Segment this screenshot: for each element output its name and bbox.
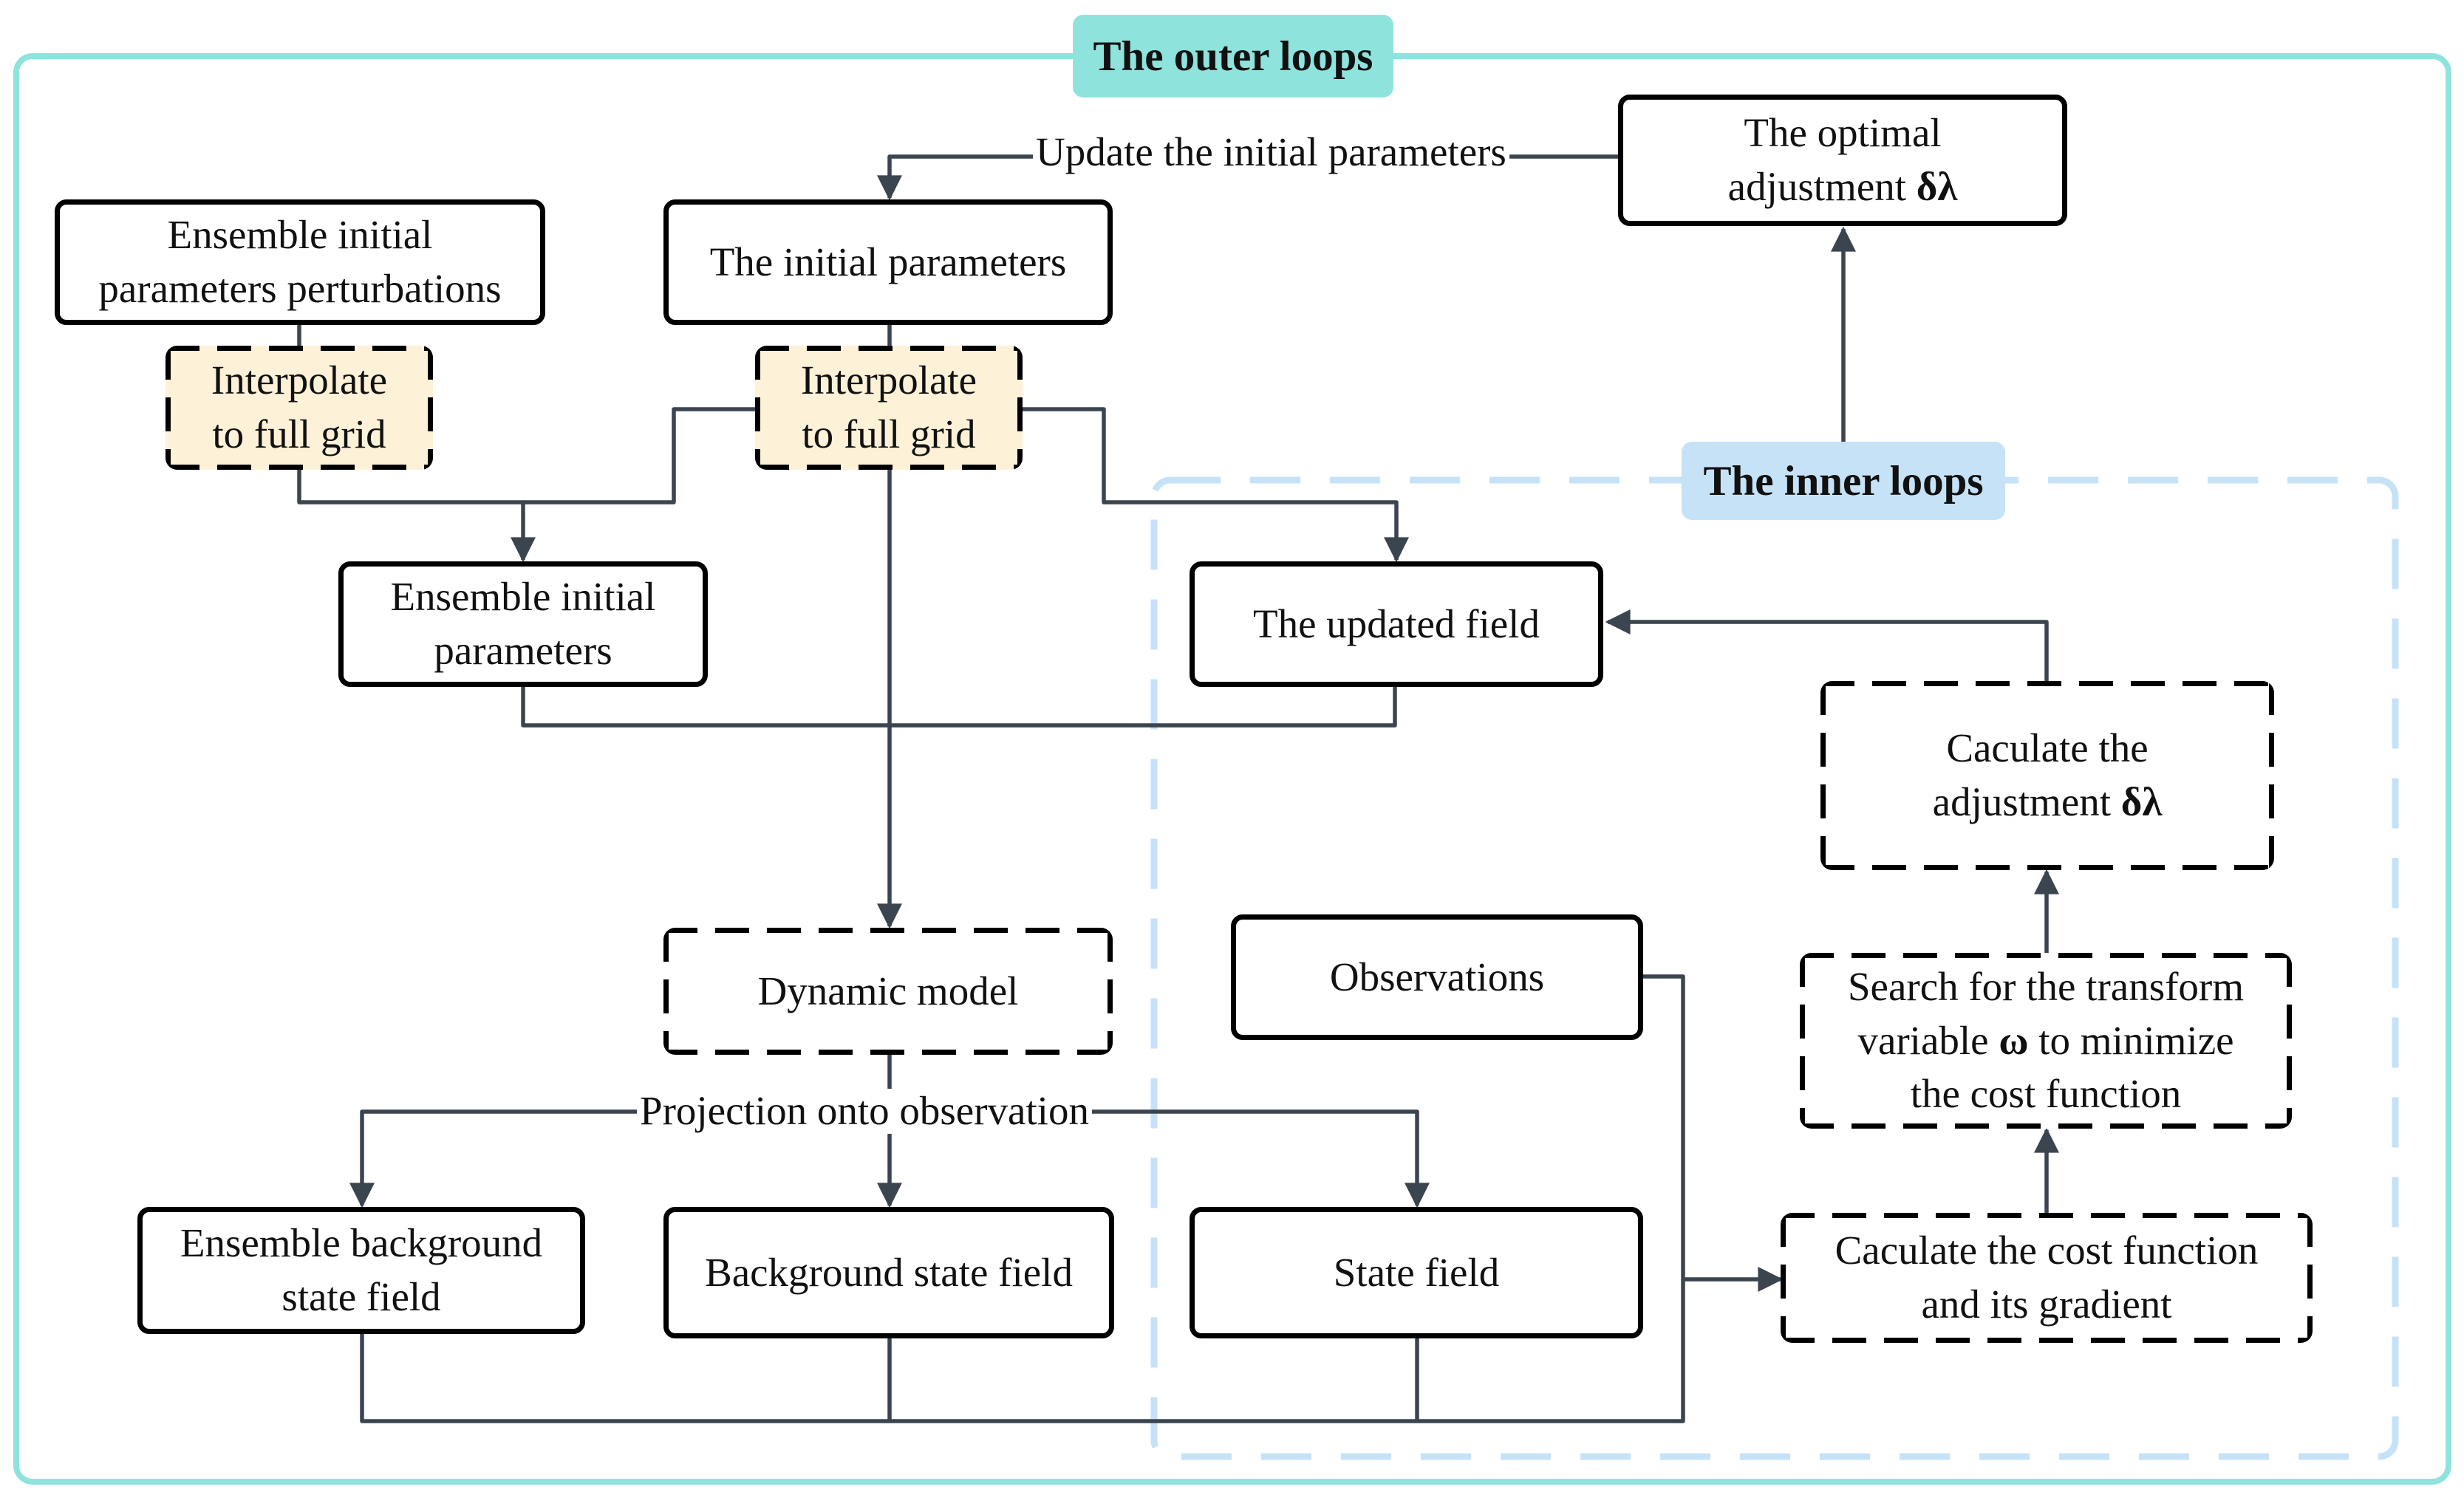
ensemble-background-node: Ensemble background state field — [137, 1207, 585, 1334]
interpolate-left-line2: to full grid — [212, 411, 386, 456]
initial-parameters-label: The initial parameters — [709, 239, 1067, 284]
ensemble-initial-parameters-node: Ensemble initial parameters — [338, 561, 708, 687]
adjustment-delta-lambda-symbol: δλ — [2120, 779, 2163, 824]
edge-interp-center-to-updated — [1023, 407, 1409, 563]
ensemble-initial-parameters-line2: parameters — [434, 628, 612, 673]
edge-interp-left-to-ensemble — [297, 468, 536, 563]
dynamic-model-node: Dynamic model — [663, 928, 1113, 1055]
interpolate-center-line2: to full grid — [802, 411, 976, 456]
optimal-adjustment-line2: adjustment — [1727, 164, 1907, 209]
edge-interp-center-to-ensemble — [523, 407, 755, 504]
calculate-adjustment-line2: adjustment — [1932, 779, 2112, 824]
ensemble-perturbations-line2: parameters perturbations — [98, 266, 502, 311]
edge-ensemble-merge — [521, 685, 1397, 728]
updated-field-node: The updated field — [1190, 561, 1603, 687]
optimal-adjustment-line1: The optimal — [1744, 110, 1942, 156]
background-state-label: Background state field — [705, 1249, 1073, 1295]
search-transform-line2-pre: variable — [1857, 1017, 1989, 1063]
update-edge-label: Update the initial parameters — [1033, 129, 1509, 175]
cost-function-line1: Caculate the cost function — [1835, 1228, 2259, 1273]
search-transform-line2-post: to minimize — [2038, 1017, 2234, 1063]
ensemble-background-line2: state field — [281, 1274, 441, 1319]
ensemble-perturbations-node: Ensemble initial parameters perturbation… — [55, 199, 545, 325]
observations-node: Observations — [1231, 914, 1643, 1040]
edge-adjustment-to-updated — [1605, 609, 2049, 681]
calculate-adjustment-line1: Caculate the — [1946, 725, 2149, 771]
interpolate-left-line1: Interpolate — [211, 358, 388, 403]
state-field-node: State field — [1190, 1207, 1643, 1338]
cost-function-line2: and its gradient — [1921, 1282, 2172, 1327]
ensemble-background-line1: Ensemble background — [180, 1220, 543, 1266]
calculate-adjustment-node: Caculate the adjustment δλ — [1820, 681, 2274, 870]
ensemble-initial-parameters-line1: Ensemble initial — [390, 574, 656, 620]
updated-field-label: The updated field — [1253, 601, 1540, 646]
edge-observations-to-cost — [1642, 974, 1784, 1292]
optimal-adjustment-node: The optimal adjustment δλ — [1618, 95, 2067, 226]
initial-parameters-node: The initial parameters — [663, 199, 1113, 325]
delta-lambda-symbol: δλ — [1916, 164, 1958, 209]
outer-loops-tag: The outer loops — [1073, 15, 1393, 98]
search-transform-line1: Search for the transform — [1847, 964, 2245, 1010]
interpolate-center-node: Interpolate to full grid — [755, 346, 1023, 470]
edge-fields-to-cost — [360, 1279, 1685, 1423]
observations-label: Observations — [1329, 954, 1545, 999]
inner-loops-label: The inner loops — [1703, 457, 1984, 504]
cost-function-node: Caculate the cost function and its gradi… — [1781, 1213, 2313, 1343]
projection-edge-label: Projection onto observation — [637, 1088, 1092, 1134]
omega-symbol: ω — [1999, 1017, 2029, 1063]
inner-loops-tag: The inner loops — [1682, 442, 2005, 520]
search-transform-line3: the cost function — [1910, 1071, 2182, 1117]
interpolate-left-node: Interpolate to full grid — [165, 346, 433, 470]
background-state-node: Background state field — [663, 1207, 1114, 1338]
state-field-label: State field — [1333, 1249, 1500, 1295]
search-transform-node: Search for the transform variable ω to m… — [1800, 953, 2292, 1129]
ensemble-perturbations-line1: Ensemble initial — [167, 212, 433, 258]
dynamic-model-label: Dynamic model — [757, 968, 1019, 1013]
interpolate-center-line1: Interpolate — [800, 358, 977, 403]
outer-loops-label: The outer loops — [1093, 32, 1373, 80]
